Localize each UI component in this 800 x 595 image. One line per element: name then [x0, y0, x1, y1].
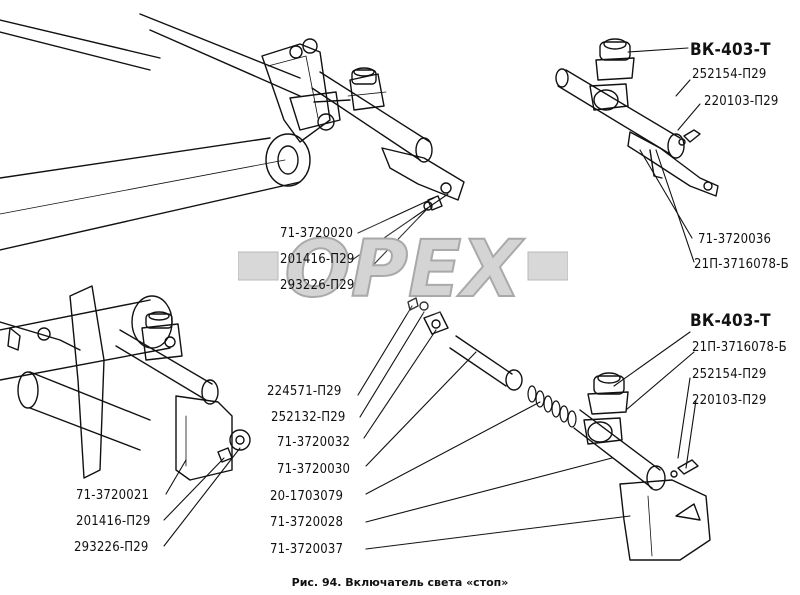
label-71-3720028: 71-3720028	[270, 515, 344, 530]
label-293226-upper: 293226-П29	[280, 278, 355, 293]
upper-right-assembly	[555, 38, 719, 197]
label-21p-3716078-top: 21П-3716078-Б	[694, 257, 789, 272]
lower-right-assembly	[407, 297, 711, 561]
label-252154-top: 252154-П29	[692, 67, 767, 82]
label-220103-bottom: 220103-П29	[692, 393, 767, 408]
label-293226-lower: 293226-П29	[74, 540, 149, 555]
label-252132: 252132-П29	[271, 410, 346, 425]
label-224571: 224571-П29	[267, 384, 342, 399]
label-21p-3716078-bottom: 21П-3716078-Б	[692, 340, 787, 355]
label-71-3720032: 71-3720032	[277, 435, 351, 450]
label-71-3720030: 71-3720030	[277, 462, 351, 477]
label-71-3720037: 71-3720037	[270, 542, 344, 557]
watermark: OPEX	[238, 218, 568, 314]
upper-left-assembly	[0, 13, 465, 251]
leader-lines	[163, 47, 701, 550]
label-vk-403-t-bottom: ВК-403-Т	[690, 311, 771, 331]
lower-left-assembly	[0, 285, 251, 481]
label-71-3720020: 71-3720020	[280, 226, 354, 241]
figure-caption: Рис. 94. Включатель света «стоп»	[291, 576, 509, 589]
label-20-1703079: 20-1703079	[270, 489, 344, 504]
label-71-3720021: 71-3720021	[76, 488, 150, 503]
label-201416-lower: 201416-П29	[76, 514, 151, 529]
watermark-text: OPEX	[285, 225, 526, 314]
label-220103-top: 220103-П29	[704, 94, 779, 109]
label-71-3720036: 71-3720036	[698, 232, 772, 247]
label-201416-upper: 201416-П29	[280, 252, 355, 267]
label-vk-403-t-top: ВК-403-Т	[690, 40, 771, 60]
label-252154-bottom: 252154-П29	[692, 367, 767, 382]
